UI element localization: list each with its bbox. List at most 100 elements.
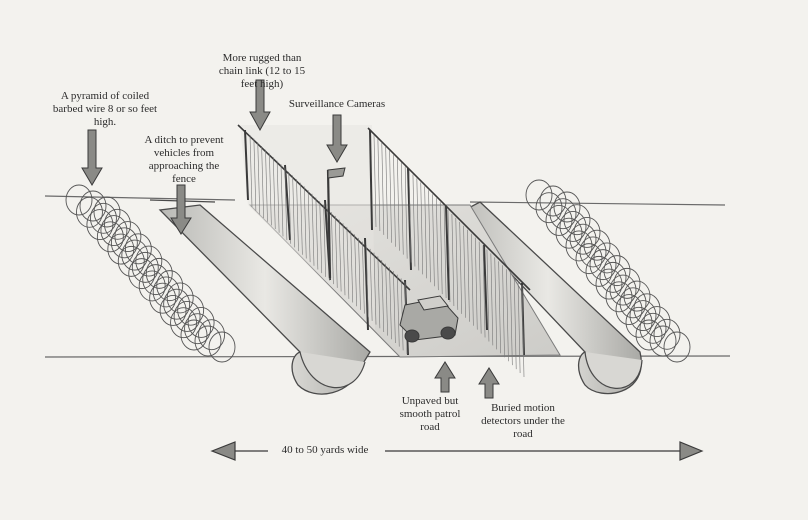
fence-mesh-line <box>451 213 455 306</box>
fence-mesh-line <box>436 198 439 291</box>
fence-mesh-line <box>416 178 420 271</box>
wire-coil <box>110 227 138 259</box>
fence-mesh-line <box>404 166 408 259</box>
fence-mesh-line <box>292 175 295 248</box>
fence-mesh-line <box>381 142 385 235</box>
wire-coil <box>135 245 163 277</box>
wire-coil <box>100 215 128 246</box>
pointer-arrows <box>81 79 500 399</box>
fence-mesh-line <box>342 223 346 296</box>
wire-coil <box>79 190 107 222</box>
wire-coil <box>603 255 631 287</box>
arrow-motion <box>478 367 500 399</box>
arrow-fence <box>249 79 271 132</box>
fence-mesh-line <box>486 249 490 342</box>
fence-mesh-line <box>432 194 435 287</box>
wire-coil <box>609 274 637 306</box>
wire-coil <box>643 306 671 337</box>
fence-mesh-line <box>381 259 385 332</box>
fence-mesh-line <box>338 219 342 292</box>
wire-coil <box>613 267 641 299</box>
fence-mesh-line <box>490 253 494 346</box>
wire-coil <box>633 293 661 325</box>
fence-mesh-line <box>350 230 354 303</box>
wire-coil <box>96 221 124 253</box>
fence-mesh-line <box>253 138 257 211</box>
fence-mesh-line <box>280 164 284 237</box>
wire-coil <box>208 331 236 363</box>
wire-coil <box>563 204 591 236</box>
fence-mesh-line <box>373 252 377 325</box>
fence-mesh-line <box>265 149 268 222</box>
fence-mesh-line <box>447 209 451 303</box>
fence-mesh-line <box>463 225 466 318</box>
wire-coil <box>579 236 607 268</box>
wire-coil <box>142 264 170 296</box>
wire-coil <box>152 276 180 308</box>
width-arrow-left-head <box>210 441 236 461</box>
fence-mesh-line <box>369 248 373 321</box>
wire-coil <box>138 270 166 302</box>
label-motion-detectors: Buried motion detectors under the road <box>481 402 565 440</box>
wire-coil <box>623 280 651 312</box>
arrow-road <box>434 361 456 393</box>
right-ditch <box>453 201 643 395</box>
wire-coil <box>549 198 577 230</box>
wire-coil <box>559 211 587 242</box>
wire-coil <box>86 209 114 240</box>
fence-mesh-line <box>315 197 319 270</box>
wire-coil <box>107 233 135 265</box>
label-width: 40 to 50 yards wide <box>281 444 369 456</box>
wire-coil <box>653 318 681 350</box>
left-ditch <box>149 199 371 395</box>
fence-mesh-line <box>494 257 498 350</box>
wire-coil <box>553 191 581 223</box>
wire-coil <box>639 312 667 344</box>
fence-mesh-line <box>424 186 427 279</box>
fence-mesh-line <box>300 182 303 255</box>
fence-mesh-line <box>272 157 276 230</box>
fence-mesh-line <box>385 263 388 336</box>
fence-mesh-line <box>393 154 396 247</box>
fence-mesh-line <box>474 237 478 330</box>
wire-coil <box>539 185 567 217</box>
wire-coil <box>663 331 691 363</box>
wire-coil <box>649 325 677 357</box>
fence-mesh-line <box>517 281 521 374</box>
fence-mesh-line <box>396 274 400 347</box>
fence-mesh-line <box>389 267 392 340</box>
wire-coil <box>573 217 601 248</box>
fence-mesh-line <box>269 153 272 226</box>
label-surveillance-cameras: Surveillance Cameras <box>288 98 386 110</box>
label-barbed-wire: A pyramid of coiled barbed wire 8 or so … <box>52 90 158 128</box>
wire-coil <box>198 319 225 351</box>
fence-mesh-line <box>362 241 365 314</box>
wire-coil <box>619 287 647 319</box>
wire-coil <box>93 196 121 228</box>
fence-mesh-line <box>334 215 338 288</box>
right-fence <box>367 127 531 378</box>
wire-coil <box>589 249 617 281</box>
fence-mesh-line <box>323 204 326 277</box>
fence-mesh-line <box>354 234 357 307</box>
wire-coil <box>114 221 142 252</box>
fence-mesh-line <box>400 162 404 255</box>
fence-mesh-line <box>377 138 381 231</box>
patrol-vehicle <box>399 295 459 343</box>
arrow-wire <box>81 129 103 186</box>
wire-coil <box>76 196 103 228</box>
wire-coil <box>583 229 611 261</box>
wire-coil <box>525 179 553 211</box>
fence-mesh-line <box>521 284 525 378</box>
fence-mesh-line <box>510 273 513 366</box>
label-ditch: A ditch to prevent vehicles from approac… <box>144 134 224 185</box>
fence-mesh-line <box>261 146 264 219</box>
fence-mesh-line <box>284 168 288 241</box>
fence-mesh-line <box>408 170 412 263</box>
fence-mesh-line <box>455 217 459 310</box>
wire-coil <box>159 295 187 326</box>
fence-mesh-line <box>506 269 509 362</box>
fence-mesh-line <box>439 202 443 295</box>
fence-mesh-line <box>393 270 396 343</box>
